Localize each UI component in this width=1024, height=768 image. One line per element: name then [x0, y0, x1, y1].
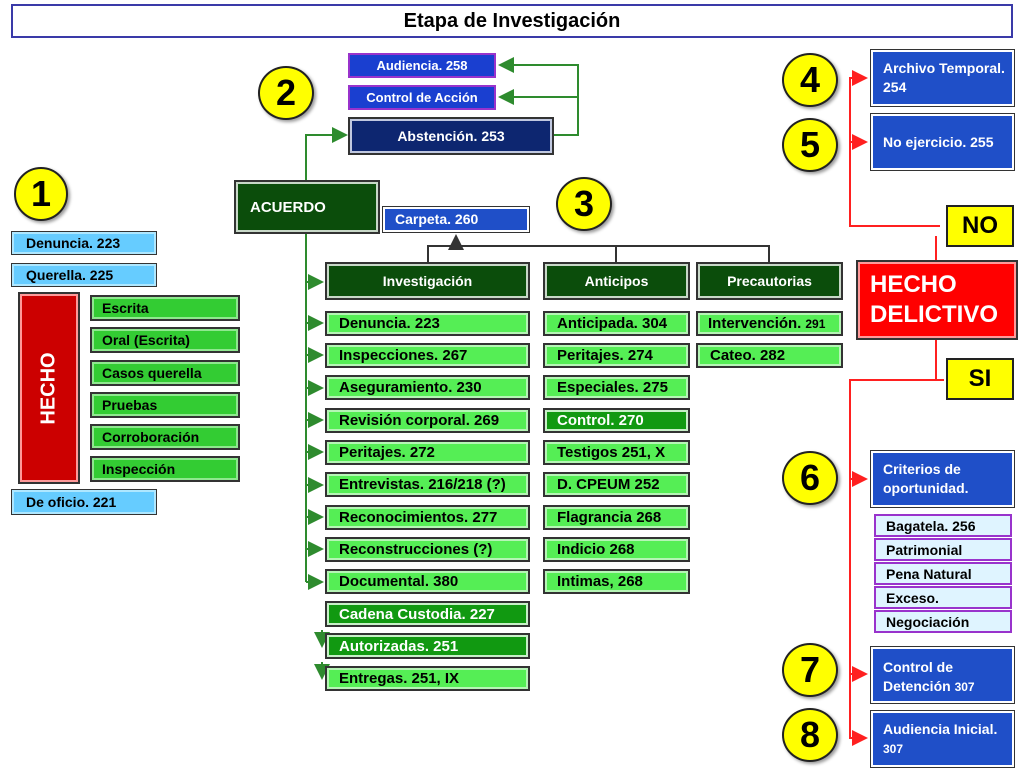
mode-escrita: Escrita	[90, 295, 240, 321]
inv-item: Reconstrucciones (?)	[325, 537, 530, 562]
mode-pruebas: Pruebas	[90, 392, 240, 418]
cateo-box: Cateo. 282	[696, 343, 843, 368]
control-accion-box: Control de Acción	[348, 85, 496, 110]
step-circle-7: 7	[782, 643, 838, 697]
page-title: Etapa de Investigación	[11, 4, 1013, 38]
step-circle-2: 2	[258, 66, 314, 120]
mode-casos-querella: Casos querella	[90, 360, 240, 386]
anticipo-item: Testigos 251, X	[543, 440, 690, 465]
hecho-delictivo-box: HECHO DELICTIVO	[856, 260, 1018, 340]
step-circle-8: 8	[782, 708, 838, 762]
inv-dark-item: Cadena Custodia. 227	[325, 601, 530, 627]
inv-item: Revisión corporal. 269	[325, 408, 530, 433]
inv-item: Peritajes. 272	[325, 440, 530, 465]
querella-box: Querella. 225	[11, 263, 157, 287]
intervencion-box: Intervención.291	[696, 311, 843, 336]
no-ejercicio-box: No ejercicio. 255	[870, 113, 1015, 171]
no-box: NO	[946, 205, 1014, 247]
inv-item: Documental. 380	[325, 569, 530, 594]
anticipo-item: Peritajes. 274	[543, 343, 690, 368]
anticipo-item: Anticipada. 304	[543, 311, 690, 336]
mode-oral: Oral (Escrita)	[90, 327, 240, 353]
anticipo-item: Especiales. 275	[543, 375, 690, 400]
abstencion-box: Abstención. 253	[348, 117, 554, 155]
mode-inspeccion: Inspección	[90, 456, 240, 482]
inv-item: Reconocimientos. 277	[325, 505, 530, 530]
step-circle-5: 5	[782, 118, 838, 172]
criterio-item: Patrimonial	[874, 538, 1012, 561]
archivo-temporal-box: Archivo Temporal. 254	[870, 49, 1015, 107]
criterio-item: Bagatela. 256	[874, 514, 1012, 537]
control-detencion-label: Control de Detención	[883, 659, 953, 694]
carpeta-box: Carpeta. 260	[382, 206, 530, 233]
step-circle-3: 3	[556, 177, 612, 231]
intervencion-number: 291	[805, 316, 826, 331]
inv-dark-item: Autorizadas. 251	[325, 633, 530, 659]
step-circle-4: 4	[782, 53, 838, 107]
control-detencion-number: 307	[954, 680, 975, 694]
anticipo-item: D. CPEUM 252	[543, 472, 690, 497]
de-oficio-box: De oficio. 221	[11, 489, 157, 515]
audiencia-inicial-label: Audiencia Inicial.	[883, 721, 998, 737]
inv-item: Aseguramiento. 230	[325, 375, 530, 400]
audiencia-inicial-number: 307	[883, 742, 904, 756]
hecho-box: HECHO	[18, 292, 80, 484]
si-box: SI	[946, 358, 1014, 400]
audiencia-box: Audiencia. 258	[348, 53, 496, 78]
intervencion-label: Intervención.	[708, 315, 802, 332]
anticipos-header: Anticipos	[543, 262, 690, 300]
anticipo-item: Intimas, 268	[543, 569, 690, 594]
criterio-item: Exceso.	[874, 586, 1012, 609]
denuncia-box: Denuncia. 223	[11, 231, 157, 255]
inv-item: Inspecciones. 267	[325, 343, 530, 368]
inv-item: Entrevistas. 216/218 (?)	[325, 472, 530, 497]
criterios-box: Criterios de oportunidad.	[870, 450, 1015, 508]
audiencia-inicial-box: Audiencia Inicial. 307	[870, 710, 1015, 768]
control-detencion-box: Control de Detención 307	[870, 646, 1015, 704]
anticipo-item: Indicio 268	[543, 537, 690, 562]
step-circle-6: 6	[782, 451, 838, 505]
anticipo-item: Control. 270	[543, 408, 690, 433]
inv-item: Entregas. 251, IX	[325, 666, 530, 691]
step-circle-1: 1	[14, 167, 68, 221]
acuerdo-box: ACUERDO	[234, 180, 380, 234]
mode-corroboracion: Corroboración	[90, 424, 240, 450]
hecho-label: HECHO	[37, 351, 60, 425]
criterio-item: Negociación	[874, 610, 1012, 633]
precautorias-header: Precautorias	[696, 262, 843, 300]
anticipo-item: Flagrancia 268	[543, 505, 690, 530]
inv-item: Denuncia. 223	[325, 311, 530, 336]
investigacion-header: Investigación	[325, 262, 530, 300]
criterio-item: Pena Natural	[874, 562, 1012, 585]
